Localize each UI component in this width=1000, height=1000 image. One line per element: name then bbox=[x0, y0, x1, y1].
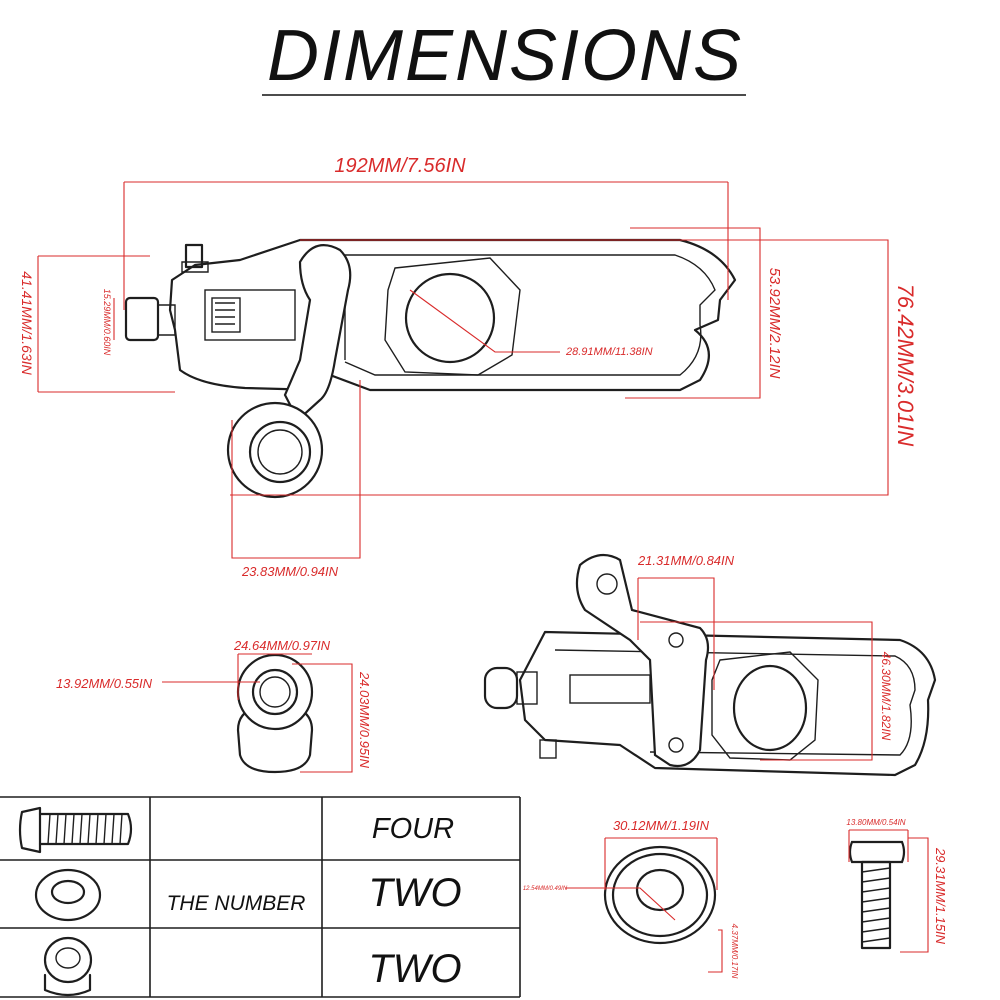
bracket-width-label: 21.31MM/0.84IN bbox=[637, 553, 735, 568]
plate-height-label: 53.92MM/2.12IN bbox=[766, 268, 783, 379]
table-count-row-3: TWO bbox=[368, 947, 461, 991]
spacer-dimension-lines bbox=[162, 653, 353, 773]
washer-inner-label: 12.54MM/0.49IN bbox=[523, 886, 568, 892]
table-count-row-2: TWO bbox=[368, 871, 461, 915]
spacer-icon bbox=[43, 936, 93, 997]
plate-height-alt-label: 46.30MM/1.82IN bbox=[879, 652, 893, 741]
angle-view-dimension-lines bbox=[637, 577, 873, 761]
washer-drawing bbox=[603, 845, 717, 945]
top-dimension-lines bbox=[37, 181, 889, 559]
bolt-icon bbox=[18, 806, 133, 854]
spacer-inner-label: 13.92MM/0.55IN bbox=[56, 676, 153, 691]
adjuster-dia-label: 15.29MM/0.60IN bbox=[102, 289, 112, 356]
parts-table: THE NUMBER FOUR TWO TWO bbox=[0, 796, 521, 998]
washer-dimension-lines bbox=[565, 837, 723, 973]
bolt-dimension-lines bbox=[848, 829, 929, 953]
table-label: THE NUMBER bbox=[167, 892, 306, 915]
chain-adjuster-angle-view bbox=[483, 553, 937, 777]
washer-thick-label: 4.37MM/0.17IN bbox=[730, 924, 739, 979]
spacer-height-label: 24.03MM/0.95IN bbox=[357, 671, 372, 769]
spool-width-label: 23.83MM/0.94IN bbox=[241, 564, 339, 579]
bolt-drawing bbox=[848, 840, 906, 950]
washer-icon bbox=[34, 868, 102, 922]
washer-outer-label: 30.12MM/1.19IN bbox=[613, 818, 710, 833]
hole-dia-label: 28.91MM/11.38IN bbox=[565, 346, 653, 358]
total-height-label: 76.42MM/3.01IN bbox=[893, 284, 918, 447]
spacer-outer-label: 24.64MM/0.97IN bbox=[233, 638, 331, 653]
table-count-row-1: FOUR bbox=[372, 813, 454, 845]
bolt-head-label: 13.80MM/0.54IN bbox=[846, 818, 905, 827]
total-length-label: 192MM/7.56IN bbox=[334, 155, 466, 177]
spacer-drawing bbox=[236, 653, 314, 774]
bolt-length-label: 29.31MM/1.15IN bbox=[933, 847, 948, 945]
chain-adjuster-top-view bbox=[124, 238, 737, 499]
left-height-label: 41.41MM/1.63IN bbox=[19, 271, 35, 375]
page-title: DIMENSIONS bbox=[267, 16, 743, 96]
